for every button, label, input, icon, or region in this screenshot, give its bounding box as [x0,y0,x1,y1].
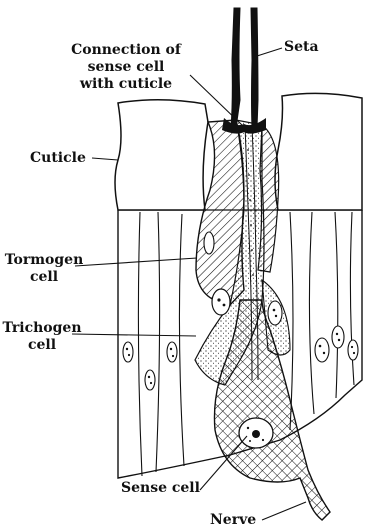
label-seta: Seta [284,39,319,56]
label-trichogen: Trichogen cell [2,320,82,354]
trichogen-nucleus-right [268,301,282,325]
label-nerve: Nerve [210,512,256,529]
label-cuticle: Cuticle [30,150,86,167]
cuticle-left-block [115,100,208,210]
label-connection: Connection of sense cell with cuticle [62,42,190,93]
tormogen-nucleus [204,232,214,254]
label-tormogen: Tormogen cell [4,252,84,286]
seta-right [251,8,258,128]
sense-cell-nucleolus [252,430,260,438]
trichogen-nucleus [212,289,230,315]
seta [231,8,240,128]
label-sense-cell: Sense cell [121,480,200,497]
cuticle-right-block [275,93,362,210]
